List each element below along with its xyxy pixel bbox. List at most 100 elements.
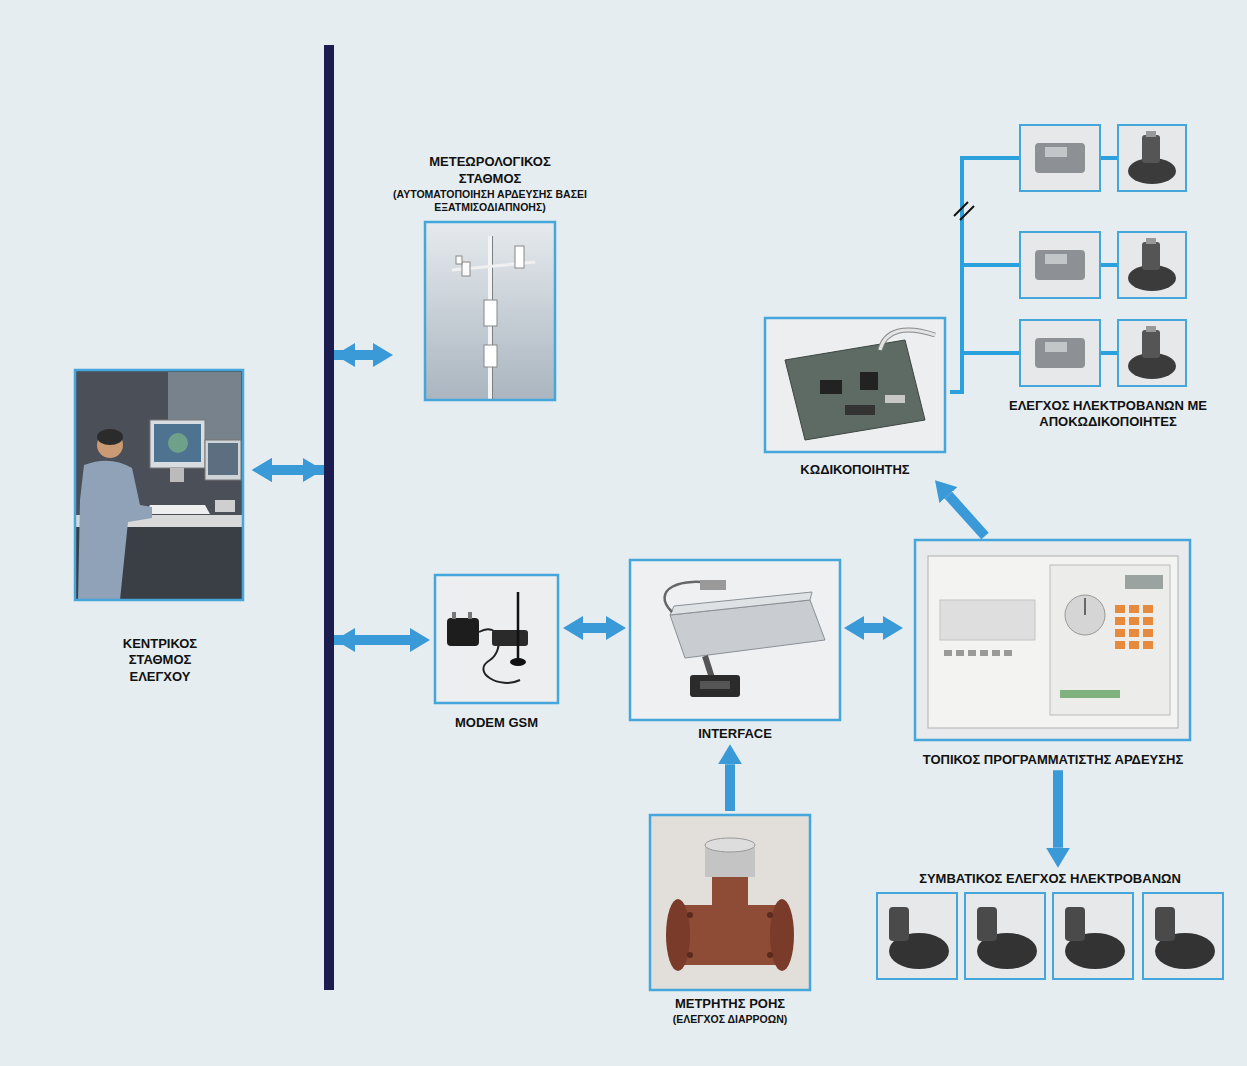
weather-station-photo	[484, 345, 497, 367]
operator-photo	[150, 420, 205, 468]
valve-photo	[1053, 893, 1133, 979]
weather-station-photo	[462, 262, 470, 276]
double-arrow	[583, 623, 606, 633]
operator-photo	[168, 433, 188, 453]
break-mark	[960, 206, 974, 220]
encoder-photo	[845, 405, 875, 415]
node-label: ΕΛΕΓΧΟΣ ΗΛΕΚΤΡΟΒΑΝΩΝ ΜΕ ΑΠΟΚΩΔΙΚΟΠΟΙΗΤΕΣ	[1005, 398, 1211, 431]
encoder-photo	[765, 318, 945, 452]
weather-station-photo	[425, 222, 555, 400]
flow-meter-photo	[650, 815, 810, 990]
decoder-photo	[1035, 250, 1085, 280]
decoder-bus-wire	[960, 156, 1020, 160]
node-sublabel: (ΕΛΕΓΧΟΣ ΔΙΑΡΡΟΩΝ)	[673, 1013, 788, 1026]
valve-photo	[1142, 330, 1160, 358]
arrow-head	[303, 343, 355, 652]
decoder-photo	[1035, 143, 1085, 173]
network-bar	[324, 45, 334, 990]
modem-photo	[492, 630, 528, 646]
controller-photo	[1050, 565, 1170, 715]
operator-photo	[145, 505, 210, 514]
node-label: INTERFACE	[698, 726, 772, 742]
modem-photo	[468, 612, 472, 619]
decoder-photo	[1020, 232, 1100, 298]
modem-photo	[517, 592, 520, 660]
valve-photo	[1146, 326, 1156, 332]
modem-photo	[447, 618, 479, 646]
valve-photo	[1142, 135, 1160, 163]
irrigation-controller: ΤΟΠΙΚΟΣ ΠΡΟΓΡΑΜΜΑΤΙΣΤΗΣ ΑΡΔΕΥΣΗΣ	[903, 536, 1203, 770]
node-label: ΚΩΔΙΚΟΠΟΙΗΤΗΣ	[800, 462, 909, 478]
valve-photo	[877, 893, 957, 979]
controller-photo	[968, 650, 976, 656]
encoder-photo	[860, 372, 878, 390]
valve-photo	[1118, 320, 1186, 386]
arrow-head	[335, 628, 355, 652]
operator-photo	[170, 468, 184, 482]
arrow-head	[335, 343, 355, 367]
operator-photo	[97, 429, 123, 445]
modem-photo	[510, 658, 526, 666]
valve-photo	[1118, 125, 1186, 386]
operator-photo	[75, 370, 243, 600]
decoder-bus-wire	[1100, 351, 1118, 355]
controller-photo	[1143, 605, 1153, 613]
operator-photo	[75, 370, 243, 600]
bus-wire	[950, 353, 1005, 392]
valve-photo	[977, 907, 997, 941]
weather-station-photo	[456, 256, 462, 264]
encoder-photo	[765, 318, 945, 452]
valve-photo	[1118, 232, 1186, 298]
interface-photo	[700, 681, 730, 689]
flow-meter-photo	[650, 815, 810, 990]
decoder-bus-wire	[960, 263, 1020, 267]
control-station: ΚΕΝΤΡΙΚΟΣ ΣΤΑΘΜΟΣ ΕΛΕΓΧΟΥ	[68, 366, 252, 687]
decoder-photo	[1020, 320, 1100, 386]
controller-photo	[915, 540, 1190, 740]
weather-station-photo	[515, 246, 524, 268]
flow-meter: ΜΕΤΡΗΤΗΣ ΡΟΗΣ(ΕΛΕΓΧΟΣ ΔΙΑΡΡΟΩΝ)	[640, 811, 820, 1028]
operator-photo	[154, 424, 201, 462]
flow-arrow	[725, 764, 735, 811]
operator-photo	[215, 500, 235, 512]
encoder-photo	[885, 395, 905, 403]
double-arrow	[272, 355, 373, 470]
decoder-photo	[1045, 147, 1067, 157]
controller-photo	[940, 600, 1035, 640]
node-label: ΤΟΠΙΚΟΣ ΠΡΟΓΡΑΜΜΑΤΙΣΤΗΣ ΑΡΔΕΥΣΗΣ	[923, 752, 1184, 768]
controller-photo	[992, 650, 1000, 656]
controller-photo	[944, 650, 1012, 656]
flow-meter-photo	[767, 952, 773, 958]
encoder-photo	[880, 330, 935, 350]
node-label: ΜΕΤΡΗΤΗΣ ΡΟΗΣ	[675, 996, 785, 1012]
node-label: ΚΕΝΤΡΙΚΟΣ ΣΤΑΘΜΟΣ ΕΛΕΓΧΟΥ	[105, 636, 215, 685]
controller-photo	[1065, 595, 1105, 635]
controller-photo	[956, 650, 964, 656]
controller-photo	[1129, 629, 1139, 637]
valve-photo	[1146, 238, 1156, 244]
controller-photo	[1143, 641, 1153, 649]
valve-photo	[877, 893, 1223, 979]
controller-photo	[1143, 617, 1153, 625]
controller-photo	[1115, 605, 1153, 649]
interface-photo	[705, 656, 712, 678]
interface-photo	[700, 580, 726, 590]
interface-unit: INTERFACE	[626, 556, 844, 744]
double-arrow	[272, 470, 410, 640]
interface-photo	[690, 675, 740, 697]
decoder-group: ΕΛΕΓΧΟΣ ΗΛΕΚΤΡΟΒΑΝΩΝ ΜΕ ΑΠΟΚΩΔΙΚΟΠΟΙΗΤΕΣ	[1005, 118, 1211, 433]
controller-photo	[928, 556, 1178, 728]
valve-photo	[1118, 125, 1186, 191]
node-label: MODEM GSM	[455, 715, 538, 731]
decoder-bus-wire	[1003, 351, 1020, 355]
encoder-photo	[765, 318, 945, 452]
flow-meter-photo	[687, 952, 693, 958]
valve-photo	[1065, 907, 1085, 941]
break-mark	[954, 202, 974, 220]
controller-photo	[1129, 617, 1139, 625]
controller-photo	[1115, 605, 1125, 613]
modem-photo	[435, 575, 558, 703]
modem-photo	[435, 575, 558, 703]
